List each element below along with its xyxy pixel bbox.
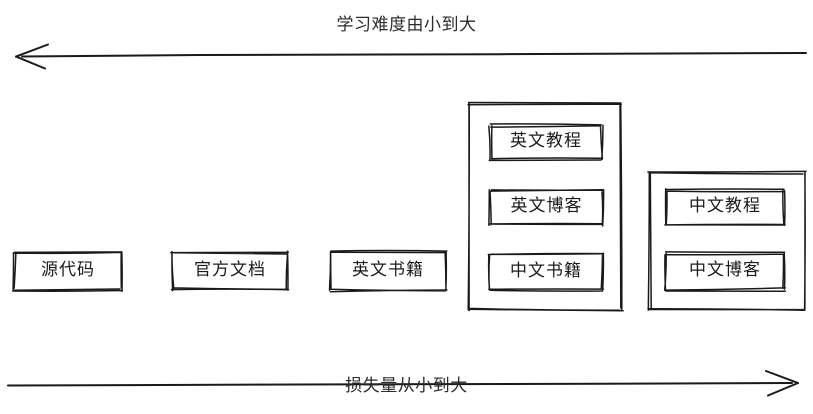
node-label: 中文博客 <box>689 260 761 280</box>
node-chinese-blog[interactable]: 中文博客 <box>663 251 787 293</box>
node-label: 官方文档 <box>194 259 266 280</box>
group-chinese[interactable]: 中文教程 中文博客 <box>647 170 807 312</box>
node-english-tutorial[interactable]: 英文教程 <box>488 123 604 162</box>
group-english[interactable]: 英文教程 英文博客 中文书籍 <box>467 101 624 312</box>
node-chinese-books[interactable]: 中文书籍 <box>487 252 605 292</box>
node-label: 英文书籍 <box>352 259 424 280</box>
node-english-books[interactable]: 英文书籍 <box>328 249 448 293</box>
node-chinese-tutorial[interactable]: 中文教程 <box>664 188 786 227</box>
node-official-docs[interactable]: 官方文档 <box>170 250 290 292</box>
node-source-code[interactable]: 源代码 <box>11 250 124 292</box>
node-label: 源代码 <box>41 259 95 280</box>
node-label: 中文教程 <box>689 196 761 216</box>
node-english-blog[interactable]: 英文博客 <box>488 188 605 227</box>
bottom-axis-arrow <box>7 370 799 397</box>
bottom-axis-label: 损失量从小到大 <box>345 376 468 396</box>
node-label: 英文教程 <box>510 131 582 151</box>
node-label: 中文书籍 <box>510 260 582 281</box>
node-label: 英文博客 <box>510 196 583 216</box>
top-axis-arrow <box>15 43 807 70</box>
top-axis-label: 学习难度由小到大 <box>336 15 477 35</box>
